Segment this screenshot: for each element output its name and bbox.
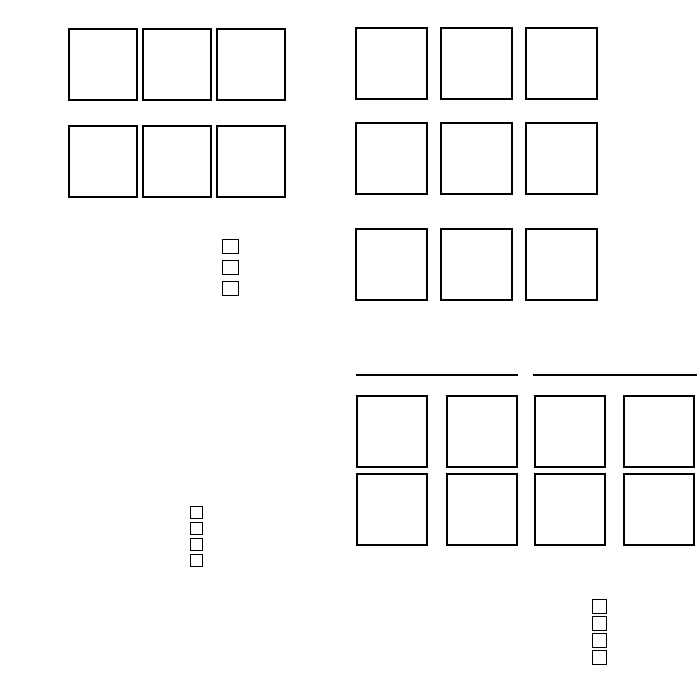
flow-plot-cd8-responder [142, 125, 212, 198]
bar-chart-cd28 [592, 112, 700, 212]
tnfa-swatch [190, 521, 203, 535]
flow-plot-pp65-cd8-adult [534, 473, 606, 546]
group-header-pp65-cd4 [356, 372, 518, 376]
temra-swatch [592, 650, 607, 665]
col-header-non-responder [210, 2, 294, 16]
flow-plot-pd1-cmv-infant [355, 228, 428, 301]
flow-plot-cd8-non-responder [216, 125, 286, 198]
flow-plot-pd1-non-responder [525, 228, 598, 301]
tem-swatch [592, 633, 607, 648]
flow-plot-pd1-responder [440, 228, 513, 301]
il2-swatch [190, 553, 203, 567]
flow-plot-cd4-responder [142, 28, 212, 101]
naive-swatch [592, 599, 607, 614]
tcm-swatch [592, 616, 607, 631]
pie-ccmv [12, 414, 96, 502]
quad-plot-cd4-adult [446, 473, 518, 546]
bar-chart-ifng-cd8 [100, 230, 200, 330]
flow-plot-pp65-cd4-ccmv [356, 395, 428, 468]
quad-plot-cd8-adult [623, 473, 695, 546]
bar-chart-cd57 [592, 4, 700, 116]
quad-plot-cd4-ccmv [446, 395, 518, 468]
stacked-chart-cd4 [344, 592, 470, 676]
ifng-swatch [190, 505, 203, 519]
group-legend [222, 236, 244, 299]
cytokine-count-legend [204, 434, 256, 486]
pie-cmv-adult [94, 406, 188, 506]
group-header-pp65-cd8 [533, 372, 697, 376]
flow-plot-cd57-non-responder [525, 27, 598, 100]
flow-plot-cd28-non-responder [525, 122, 598, 195]
pi-bar-chart [46, 528, 152, 658]
flow-plot-cd57-responder [440, 27, 513, 100]
flow-plot-cd28-responder [440, 122, 513, 195]
memory-subset-legend [592, 598, 612, 666]
flow-plot-cd57-cmv-infant [355, 27, 428, 100]
flow-plot-cd28-cmv-infant [355, 122, 428, 195]
stacked-chart-cd8 [462, 592, 588, 676]
col-header-cmv-infant-b [352, 2, 432, 16]
responder-swatch [222, 260, 239, 275]
cmv-neg-swatch [222, 239, 239, 254]
flow-plot-cd4-cmv-infant [68, 28, 138, 101]
flow-plot-pp65-cd8-ccmv [534, 395, 606, 468]
col-header-responder-b [436, 2, 518, 16]
cytokine-color-legend [190, 504, 208, 568]
flow-plot-pp65-cd4-adult [356, 473, 428, 546]
mip1b-swatch [190, 537, 203, 551]
bar-chart-pd1 [592, 212, 700, 316]
non-responder-swatch [222, 281, 239, 296]
col-header-responder [138, 2, 216, 16]
flow-plot-cd4-non-responder [216, 28, 286, 101]
flow-plot-cd8-cmv-infant [68, 125, 138, 198]
quad-plot-cd8-ccmv [623, 395, 695, 468]
col-header-cmv-infant [64, 2, 142, 16]
